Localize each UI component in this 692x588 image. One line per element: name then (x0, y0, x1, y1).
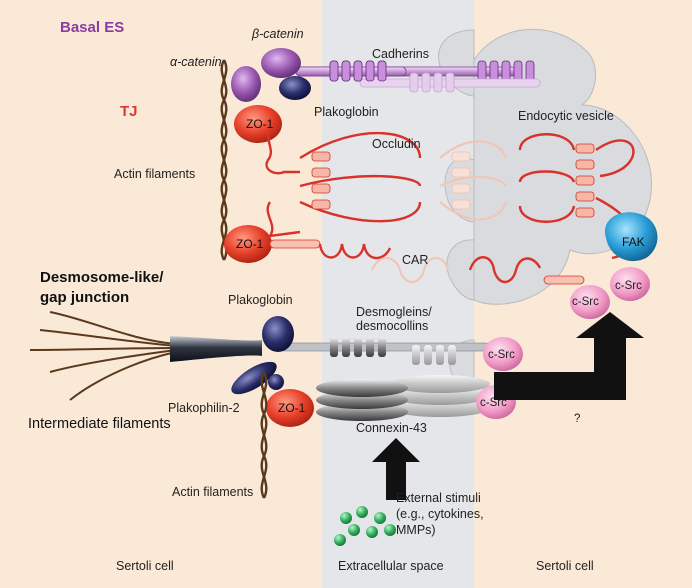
desmosome-plaque (170, 336, 262, 362)
tj-label: TJ (120, 103, 138, 120)
zo1-top-label: ZO-1 (246, 117, 274, 131)
occludin-stubs-faded (451, 151, 471, 210)
alpha-catenin-blob (231, 66, 261, 102)
cadherins-label: Cadherins (372, 47, 429, 61)
extracellular-label: Extracellular space (338, 559, 444, 573)
occludin-left (265, 129, 422, 238)
desmosome-label-line1: Desmosome-like/ (40, 269, 164, 286)
occludin-right-faded (439, 140, 507, 221)
desmogleins-label-line1: Desmogleins/ (356, 305, 432, 319)
endocytic-vesicle-label: Endocytic vesicle (518, 109, 614, 123)
plakoglobin-mid-blob (262, 316, 294, 352)
beta-catenin-blob (261, 48, 301, 78)
stimuli-particles (334, 506, 396, 546)
plakoglobin-mid-label: Plakoglobin (228, 293, 293, 307)
plakophilin-small-blob (268, 374, 284, 390)
desmoglein-segments-faded (412, 345, 456, 365)
zo1-bottom-label: ZO-1 (278, 401, 306, 415)
up-arrow-stimuli (372, 438, 420, 500)
zo1-mid-label: ZO-1 (236, 237, 264, 251)
zo1-bottom-blob (266, 389, 314, 427)
stimuli-line3: MMPs) (396, 523, 436, 537)
occludin-label: Occludin (372, 137, 421, 151)
stimuli-line2: (e.g., cytokines, (396, 507, 484, 521)
desmoglein-segments (330, 337, 386, 357)
actin-filaments-bottom (260, 371, 268, 499)
csrc-3-label: c-Src (488, 349, 515, 361)
plakoglobin-top-label: Plakoglobin (314, 105, 379, 119)
alpha-catenin-label: α-catenin (170, 55, 222, 69)
actin-filaments-top-label: Actin filaments (114, 167, 195, 181)
right-sertoli-label: Sertoli cell (536, 559, 594, 573)
left-sertoli-label: Sertoli cell (116, 559, 174, 573)
desmosome-label-line2: gap junction (40, 289, 129, 306)
car-loops-faded (371, 257, 449, 283)
occludin-stubs-left (311, 151, 331, 210)
endocytic-stubs (575, 143, 595, 218)
zo1-top-blob (234, 105, 282, 143)
csrc-2-label: c-Src (572, 296, 599, 308)
zo1-mid-blob (224, 225, 272, 263)
car-label: CAR (402, 253, 428, 267)
csrc-3-blob (483, 337, 523, 371)
cadherin-complex (295, 60, 541, 93)
fak-label: FAK (622, 235, 645, 249)
beta-catenin-label: β-catenin (251, 27, 304, 41)
car-right (468, 256, 542, 284)
basal-es-label: Basal ES (60, 19, 124, 36)
actin-filaments-bottom-label: Actin filaments (172, 485, 253, 499)
car-rod (269, 239, 321, 249)
connexin-label: Connexin-43 (356, 421, 427, 435)
csrc-1-blob (610, 267, 650, 301)
question-mark: ? (574, 413, 580, 425)
plakophilin-blob (231, 361, 277, 395)
actin-filaments-top (220, 59, 228, 261)
bent-arrow-signaling (494, 312, 644, 400)
csrc-2-blob (570, 285, 610, 319)
plakoglobin-top-blob (279, 76, 311, 100)
intermediate-filaments-label: Intermediate filaments (28, 416, 171, 432)
stimuli-line1: External stimuli (396, 491, 481, 505)
intermediate-filaments (29, 311, 177, 401)
fak-blob (604, 212, 658, 262)
car-loops (318, 243, 392, 260)
plakophilin-label: Plakophilin-2 (168, 401, 240, 415)
connexin-43 (316, 375, 490, 421)
csrc-1-label: c-Src (615, 280, 642, 292)
desmogleins-label-line2: desmocollins (356, 319, 428, 333)
car-right-rod (543, 275, 585, 285)
